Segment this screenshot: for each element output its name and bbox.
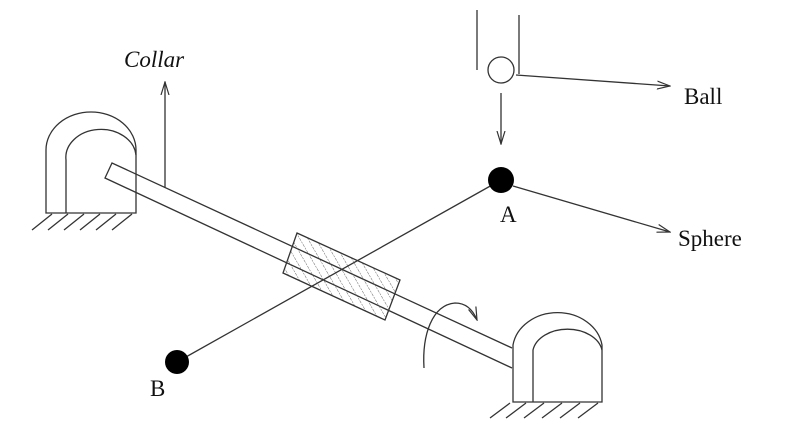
collar xyxy=(282,232,401,321)
sphere-label: Sphere xyxy=(678,226,742,251)
sphere-a xyxy=(488,167,514,193)
right-support xyxy=(489,312,603,419)
point-b-label: B xyxy=(150,376,165,401)
ground-hatch-right xyxy=(489,402,599,419)
ball xyxy=(487,56,515,84)
sphere-pointer-arrow xyxy=(512,185,670,232)
ball-pointer-arrow xyxy=(515,74,670,86)
ball-label: Ball xyxy=(684,84,722,109)
point-a-label: A xyxy=(500,202,517,227)
collar-label: Collar xyxy=(124,47,185,72)
rotation-arrow xyxy=(423,302,477,369)
ground-hatch-left xyxy=(31,213,133,231)
sphere-b xyxy=(165,350,189,374)
left-support xyxy=(31,111,137,231)
